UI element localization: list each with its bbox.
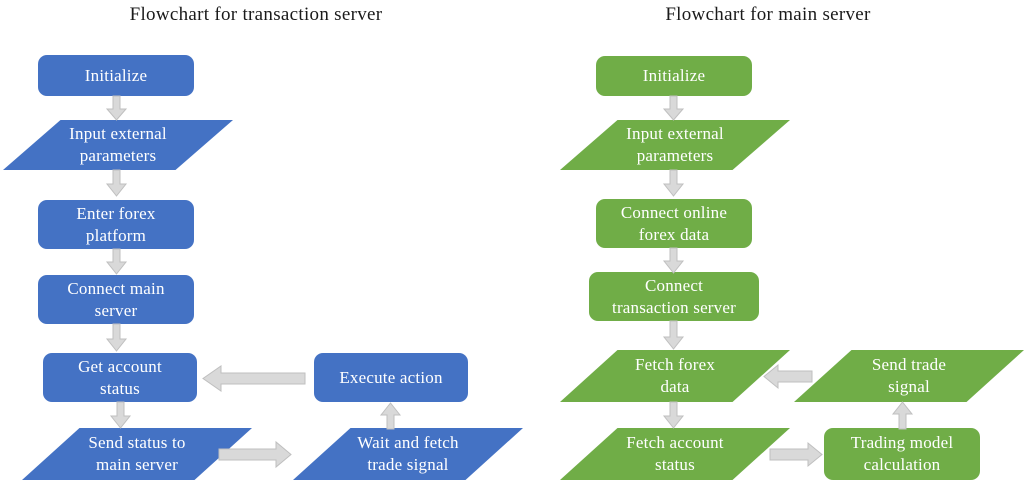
arrow-down-l2-l3 — [105, 169, 128, 197]
node-label: Fetch forex data — [634, 355, 716, 396]
node-initialize-transaction[interactable]: Initialize — [38, 55, 194, 96]
shape-rounded-rect — [596, 56, 752, 96]
node-label: Wait and fetch trade signal — [357, 433, 459, 474]
node-trading-model-calculation[interactable]: Trading model calculation — [824, 428, 980, 480]
arrow-right-l6-l8 — [218, 440, 292, 469]
node-label: Connect online forex data — [620, 202, 728, 244]
shape-rounded-rect — [38, 55, 194, 96]
arrow-down-r4-r5 — [662, 320, 685, 350]
node-label: Send status to main server — [88, 433, 186, 474]
shape-rounded-rect — [314, 353, 468, 402]
node-connect-online-forex-data[interactable]: Connect online forex data — [596, 199, 752, 248]
node-label: Get account status — [78, 356, 162, 398]
arrow-down-r3-r4 — [662, 247, 685, 274]
arrow-down-l3-l4 — [105, 248, 128, 275]
node-label: Fetch account status — [626, 433, 724, 474]
node-fetch-account-status[interactable]: Fetch account status — [560, 428, 790, 480]
node-label: Enter forex platform — [76, 203, 156, 245]
arrow-up-l8-l7 — [379, 402, 402, 430]
shape-rounded-rect — [596, 199, 752, 248]
node-send-trade-signal[interactable]: Send trade signal — [794, 350, 1024, 402]
shape-rounded-rect — [824, 428, 980, 480]
node-input-external-parameters-transaction[interactable]: Input external parameters — [3, 120, 233, 170]
arrow-down-r5-r6 — [662, 401, 685, 429]
arrow-down-l4-l5 — [105, 323, 128, 352]
node-execute-action[interactable]: Execute action — [314, 353, 468, 402]
node-label: Connect main server — [67, 278, 165, 320]
node-connect-transaction-server[interactable]: Connect transaction server — [589, 272, 759, 321]
node-initialize-main[interactable]: Initialize — [596, 56, 752, 96]
shape-rounded-rect — [38, 275, 194, 324]
node-label: Send trade signal — [871, 355, 947, 396]
node-connect-main-server[interactable]: Connect main server — [38, 275, 194, 324]
node-label: Connect transaction server — [612, 275, 736, 317]
arrow-right-r6-r8 — [769, 441, 823, 468]
shape-rounded-rect — [43, 353, 197, 402]
node-label: Input external parameters — [626, 124, 724, 165]
arrow-down-l1-l2 — [105, 95, 128, 121]
shape-rounded-rect — [38, 200, 194, 249]
arrow-left-r7-r5 — [763, 363, 813, 390]
arrow-left-l7-l5 — [202, 365, 306, 392]
arrow-down-r1-r2 — [662, 95, 685, 121]
left-flowchart-title: Flowchart for transaction server — [129, 4, 383, 25]
node-get-account-status[interactable]: Get account status — [43, 353, 197, 402]
node-label: Initialize — [642, 66, 706, 86]
shape-rounded-rect — [589, 272, 759, 321]
node-fetch-forex-data[interactable]: Fetch forex data — [560, 350, 790, 402]
arrow-down-r2-r3 — [662, 169, 685, 197]
arrow-down-l5-l6 — [109, 401, 132, 429]
node-input-external-parameters-main[interactable]: Input external parameters — [560, 120, 790, 170]
node-send-status-to-main-server[interactable]: Send status to main server — [22, 428, 252, 480]
arrow-up-r8-r7 — [891, 401, 914, 430]
node-wait-and-fetch-trade-signal[interactable]: Wait and fetch trade signal — [293, 428, 523, 480]
node-label: Initialize — [84, 65, 148, 85]
right-flowchart-title: Flowchart for main server — [665, 4, 871, 25]
node-label: Trading model calculation — [850, 433, 954, 474]
node-label: Input external parameters — [69, 124, 167, 165]
node-enter-forex-platform[interactable]: Enter forex platform — [38, 200, 194, 249]
node-label: Execute action — [339, 367, 443, 387]
